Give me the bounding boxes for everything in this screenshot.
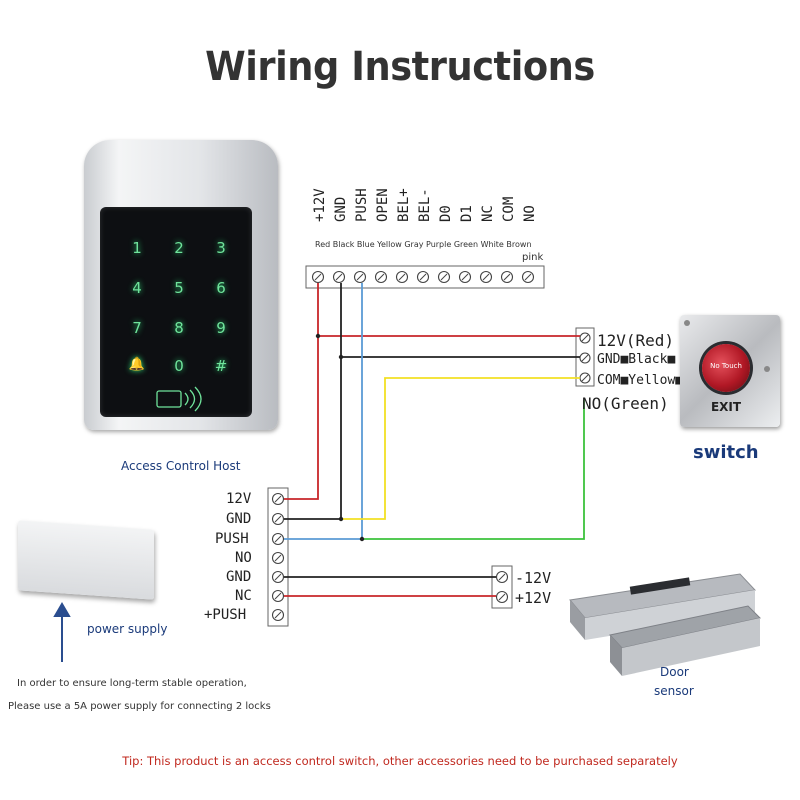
keypad-caption: Access Control Host bbox=[121, 459, 241, 473]
wire-colors-text: Red Black Blue Yellow Gray Purple Green … bbox=[315, 240, 532, 249]
key-0: 0 bbox=[174, 357, 184, 375]
key-3: 3 bbox=[216, 239, 226, 257]
key-9: 9 bbox=[216, 319, 226, 337]
tip-text: Tip: This product is an access control s… bbox=[122, 754, 678, 768]
psu-label-push: PUSH bbox=[215, 531, 249, 547]
lock-label-minus-12v: -12V bbox=[515, 569, 552, 587]
psu-label-gnd: GND bbox=[226, 511, 252, 527]
lock-caption-line-1: Door bbox=[660, 665, 689, 679]
key-8: 8 bbox=[174, 319, 184, 337]
wire-black-psu bbox=[284, 357, 342, 520]
wire-green-no bbox=[362, 400, 585, 540]
exit-button-text: No Touch bbox=[710, 362, 742, 370]
key-1: 1 bbox=[132, 239, 142, 257]
screw-icon bbox=[684, 320, 690, 326]
power-supply-caption: power supply bbox=[87, 622, 168, 636]
wire-blue-push bbox=[284, 283, 363, 540]
psu-label-plus-push: +PUSH bbox=[204, 607, 247, 623]
key-hash: # bbox=[214, 357, 228, 375]
switch-label-gnd: GND■Black■ bbox=[597, 352, 676, 367]
switch-label-com: COM■Yellow■ bbox=[597, 373, 684, 388]
psu-label-nc: NC bbox=[235, 588, 252, 604]
key-6: 6 bbox=[216, 279, 226, 297]
psu-label-no: NO bbox=[235, 550, 252, 566]
wire-yellow-com bbox=[341, 377, 580, 520]
power-supply-box bbox=[18, 520, 154, 600]
switch-caption: switch bbox=[693, 442, 759, 463]
exit-button bbox=[702, 344, 750, 392]
lock-caption-line-2: sensor bbox=[654, 684, 694, 698]
bell-icon: 🔔 bbox=[128, 357, 146, 372]
wire-black-switch bbox=[340, 283, 580, 358]
key-5: 5 bbox=[174, 279, 184, 297]
lock-label-plus-12v: +12V bbox=[515, 589, 552, 607]
power-note-line-1: In order to ensure long-term stable oper… bbox=[17, 678, 247, 689]
key-2: 2 bbox=[174, 239, 184, 257]
wire-red-psu bbox=[284, 336, 319, 500]
screw-icon bbox=[764, 366, 770, 372]
switch-label-12v: 12V(Red) bbox=[597, 331, 675, 350]
psu-label-12v: 12V bbox=[226, 491, 252, 507]
wire-red-switch bbox=[317, 283, 580, 337]
page-title: Wiring Instructions bbox=[205, 44, 595, 90]
wire-color-pink: pink bbox=[522, 252, 544, 263]
keypad-face: 1 2 3 4 5 6 7 8 9 🔔 0 # bbox=[100, 207, 252, 417]
key-4: 4 bbox=[132, 279, 142, 297]
magnetic-lock-icon bbox=[569, 573, 762, 676]
exit-plate-text: EXIT bbox=[710, 400, 742, 414]
psu-label-gnd-2: GND bbox=[226, 569, 252, 585]
power-note-line-2: Please use a 5A power supply for connect… bbox=[8, 701, 271, 712]
switch-label-no: NO(Green) bbox=[582, 394, 669, 413]
card-reader-icon bbox=[156, 386, 202, 412]
key-7: 7 bbox=[132, 319, 142, 337]
arrow-up-icon bbox=[53, 602, 71, 662]
